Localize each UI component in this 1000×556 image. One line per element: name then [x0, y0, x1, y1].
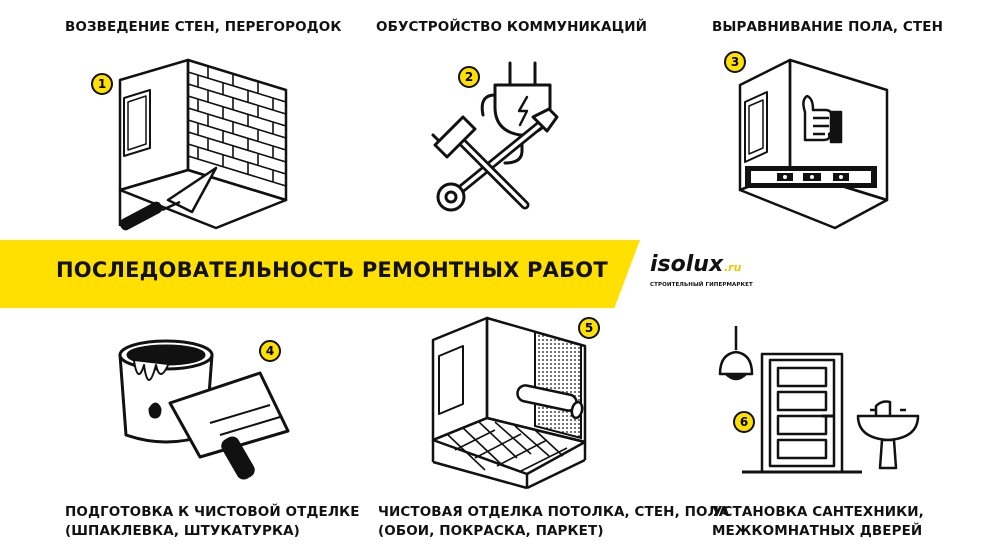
step-2-caption: ОБУСТРОЙСТВО КОММУНИКАЦИЙ — [376, 19, 648, 35]
step-5-badge: 5 — [578, 317, 600, 339]
brand-logo[interactable]: isolux .ru СТРОИТЕЛЬНЫЙ ГИПЕРМАРКЕТ — [650, 252, 760, 302]
step-5-caption: ЧИСТОВАЯ ОТДЕЛКА ПОТОЛКА, СТЕН, ПОЛА(ОБО… — [378, 504, 730, 539]
step-4-caption: ПОДГОТОВКА К ЧИСТОВОЙ ОТДЕЛКЕ(ШПАКЛЕВКА,… — [65, 504, 360, 539]
svg-text:3: 3 — [731, 55, 739, 69]
svg-text:4: 4 — [266, 344, 274, 358]
banner-title: ПОСЛЕДОВАТЕЛЬНОСТЬ РЕМОНТНЫХ РАБОТ — [56, 258, 608, 282]
svg-text:2: 2 — [465, 70, 473, 84]
step-1-caption: ВОЗВЕДЕНИЕ СТЕН, ПЕРЕГОРОДОК — [65, 19, 342, 35]
level-thumbs-up-icon: 3 — [724, 51, 889, 230]
svg-text:6: 6 — [740, 415, 748, 429]
plug-wrench-hammer-icon: 2 — [431, 61, 559, 212]
step-1-badge: 1 — [91, 73, 113, 95]
step-6-caption: УСТАНОВКА САНТЕХНИКИ,МЕЖКОМНАТНЫХ ДВЕРЕЙ — [712, 504, 924, 539]
paint-bucket-spatula-icon: 4 — [118, 339, 290, 480]
banner-stripe — [0, 240, 640, 308]
svg-text:5: 5 — [585, 321, 593, 335]
door-sink-lamp-icon: 6 — [718, 326, 920, 474]
step-3-caption: ВЫРАВНИВАНИЕ ПОЛА, СТЕН — [712, 19, 943, 35]
brand-name: isolux — [650, 252, 724, 277]
wallpaper-parquet-room-icon: 5 — [431, 316, 600, 490]
brick-wall-trowel-icon: 1 — [91, 58, 288, 231]
brand-tld: .ru — [724, 261, 742, 274]
brand-tagline: СТРОИТЕЛЬНЫЙ ГИПЕРМАРКЕТ — [650, 282, 753, 288]
svg-text:1: 1 — [98, 77, 106, 91]
step-4-badge: 4 — [259, 340, 281, 362]
step-2-badge: 2 — [458, 66, 480, 88]
step-6-badge: 6 — [733, 411, 755, 433]
step-3-badge: 3 — [724, 51, 746, 73]
